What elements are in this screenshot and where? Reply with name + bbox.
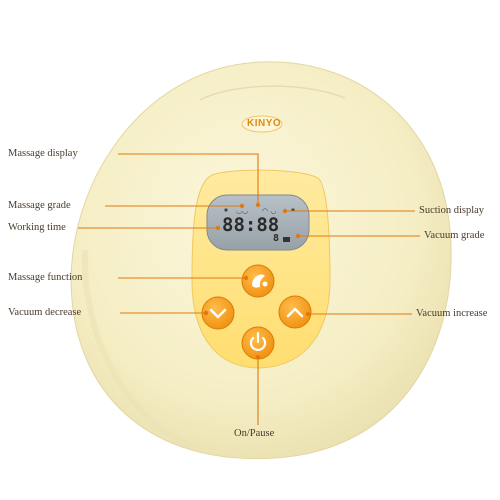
massage-icon [252, 274, 268, 288]
label-vacuum-grade: Vacuum grade [424, 230, 485, 241]
label-massage-display: Massage display [8, 148, 78, 159]
brand-badge [241, 115, 283, 133]
lcd-suction-indicator: ◠ ◡ [262, 207, 276, 215]
lcd-battery-icon [283, 237, 290, 242]
lcd-dot [224, 208, 228, 212]
leader-massage-display [118, 153, 259, 205]
lcd-massage-indicator: ◡◡ [236, 207, 248, 215]
label-vacuum-decrease: Vacuum decrease [8, 307, 82, 318]
body-shade [81, 249, 202, 453]
label-on-pause: On/Pause [234, 428, 275, 439]
power-icon [249, 331, 267, 351]
leader-lines [78, 153, 420, 425]
leader-endpoints [203, 202, 311, 360]
label-suction-display: Suction display [419, 205, 485, 216]
label-working-time: Working time [8, 222, 66, 233]
chevron-down-icon [209, 308, 227, 319]
label-massage-grade: Massage grade [8, 200, 71, 211]
vacuum-increase-button[interactable] [278, 295, 312, 329]
lcd-time-readout: 88:88 [222, 214, 280, 236]
label-vacuum-increase: Vacuum increase [416, 308, 488, 319]
chevron-up-icon [286, 307, 304, 318]
lcd-level-readout: 8 [273, 233, 280, 244]
seam-line [199, 85, 346, 101]
brand-logo: KINYO [247, 118, 282, 129]
label-massage-function: Massage function [8, 272, 83, 283]
